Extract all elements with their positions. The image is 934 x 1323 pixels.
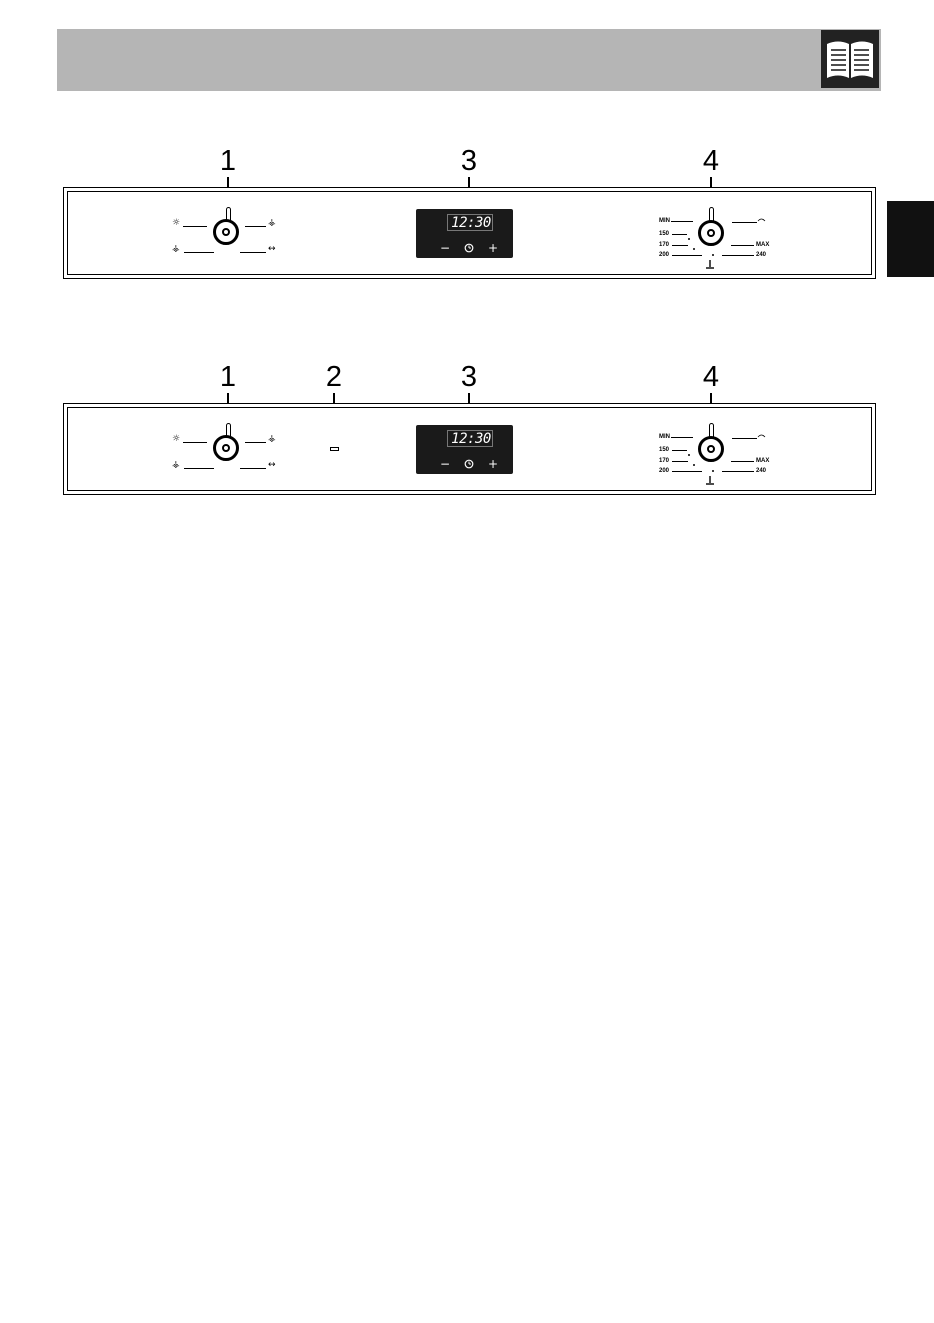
- tick: [722, 471, 754, 472]
- fan-symbol-icon: ⚶: [268, 435, 276, 444]
- thermostat-knob[interactable]: [698, 436, 724, 462]
- indicator-light: [330, 447, 339, 451]
- lamp-icon: [757, 433, 766, 438]
- light-symbol-icon: ☼: [172, 435, 180, 444]
- tick: [240, 252, 266, 253]
- tick: [184, 468, 214, 469]
- tick: [671, 437, 693, 438]
- grill-symbol-icon: ⚶: [172, 461, 180, 470]
- temp-label-170: 170: [659, 458, 669, 464]
- callout-4: 4: [696, 147, 726, 176]
- display-time: 12:30: [448, 431, 494, 447]
- scale-dot: [688, 454, 690, 456]
- header-bar: [57, 29, 881, 91]
- heat-symbol-icon: ↔: [268, 461, 276, 470]
- scale-dot: [712, 254, 714, 256]
- display-screen: 12:30: [447, 430, 493, 447]
- plus-button[interactable]: +: [486, 458, 500, 470]
- clock-icon[interactable]: [464, 459, 474, 469]
- callout-3: 3: [454, 363, 484, 392]
- display-screen: 12:30: [447, 214, 493, 231]
- tick: [183, 226, 207, 227]
- scale-dot: [693, 248, 695, 250]
- tick: [245, 226, 266, 227]
- zero-position-icon: [705, 475, 715, 485]
- callout-1: 1: [213, 363, 243, 392]
- function-selector-knob[interactable]: [213, 219, 239, 245]
- clock-icon[interactable]: [464, 243, 474, 253]
- scale-dot: [712, 470, 714, 472]
- tick: [672, 245, 688, 246]
- callout-4: 4: [696, 363, 726, 392]
- temp-label-150: 150: [659, 447, 669, 453]
- scale-dot: [688, 238, 690, 240]
- tick: [672, 234, 687, 235]
- grill-symbol-icon: ⚶: [172, 245, 180, 254]
- temp-label-min: MIN: [659, 434, 670, 440]
- temp-label-200: 200: [659, 252, 669, 258]
- tick: [732, 222, 757, 223]
- timer-display: 12:30 − +: [416, 209, 513, 258]
- fan-symbol-icon: ⚶: [268, 219, 276, 228]
- temp-label-max: MAX: [756, 458, 769, 464]
- tick: [671, 221, 693, 222]
- light-symbol-icon: ☼: [172, 219, 180, 228]
- scale-dot: [693, 464, 695, 466]
- plus-button[interactable]: +: [486, 242, 500, 254]
- callout-1: 1: [213, 147, 243, 176]
- tick: [245, 442, 266, 443]
- temp-label-170: 170: [659, 242, 669, 248]
- tick: [732, 438, 757, 439]
- callout-3: 3: [454, 147, 484, 176]
- display-time: 12:30: [448, 215, 494, 231]
- tick: [672, 461, 688, 462]
- temp-label-200: 200: [659, 468, 669, 474]
- temp-label-min: MIN: [659, 218, 670, 224]
- tick: [183, 442, 207, 443]
- tick: [184, 252, 214, 253]
- function-selector-knob[interactable]: [213, 435, 239, 461]
- tick: [731, 461, 754, 462]
- temp-label-240: 240: [756, 252, 766, 258]
- temp-label-150: 150: [659, 231, 669, 237]
- manual-book-icon: [821, 30, 879, 88]
- minus-button[interactable]: −: [438, 458, 452, 470]
- lamp-icon: [757, 217, 766, 222]
- tick: [672, 471, 702, 472]
- callout-2: 2: [319, 363, 349, 392]
- heat-symbol-icon: ↔: [268, 245, 276, 254]
- zero-position-icon: [705, 259, 715, 269]
- temp-label-max: MAX: [756, 242, 769, 248]
- tick: [240, 468, 266, 469]
- tick: [722, 255, 754, 256]
- tick: [672, 450, 687, 451]
- section-side-tab: [887, 201, 934, 277]
- tick: [731, 245, 754, 246]
- thermostat-knob[interactable]: [698, 220, 724, 246]
- temp-label-240: 240: [756, 468, 766, 474]
- timer-display: 12:30 − +: [416, 425, 513, 474]
- minus-button[interactable]: −: [438, 242, 452, 254]
- tick: [672, 255, 702, 256]
